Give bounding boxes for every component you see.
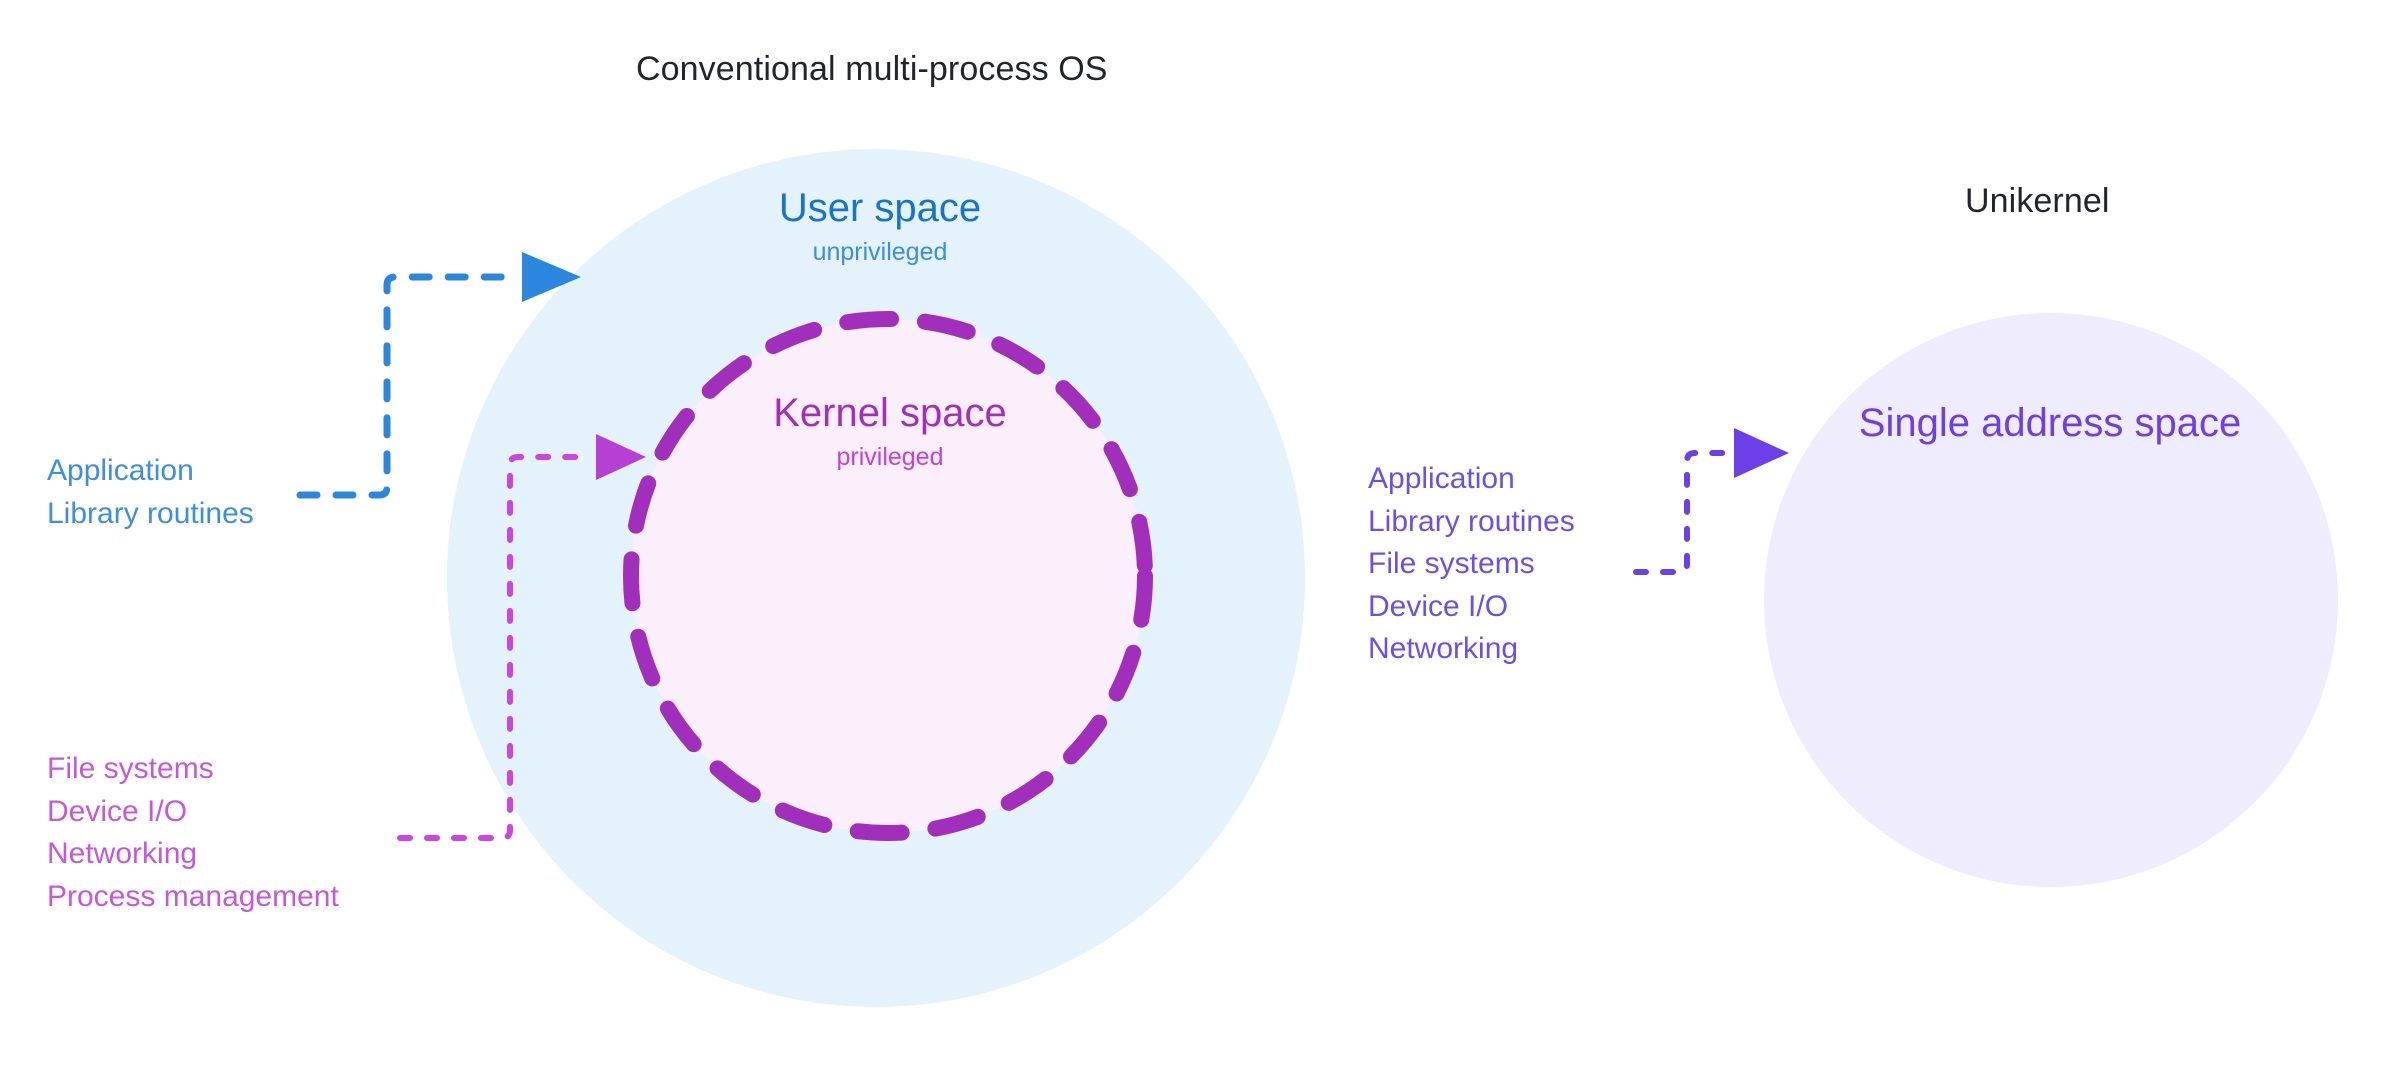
user-items-arrowhead xyxy=(522,252,581,302)
left-panel-title: Conventional multi-process OS xyxy=(636,50,1108,88)
user-space-label-group: User space unprivileged xyxy=(600,185,1160,268)
user-space-sublabel: unprivileged xyxy=(812,238,948,267)
kernel-space-label: Kernel space xyxy=(773,391,1007,435)
kernel-items-arrowhead xyxy=(596,434,646,480)
right-panel-title: Unikernel xyxy=(1965,182,2110,220)
kernel-space-items-list: File systems Device I/O Networking Proce… xyxy=(47,748,339,918)
single-address-space-label: Single address space xyxy=(1858,401,2242,445)
kernel-space-sublabel: privileged xyxy=(836,443,944,472)
list-item: Networking xyxy=(1368,632,1519,666)
unikernel-items-list: Application Library routines File system… xyxy=(1368,458,1575,671)
list-item: Application xyxy=(47,454,194,487)
list-item: File systems xyxy=(47,752,214,785)
unikernel-items-connector xyxy=(1633,428,1789,575)
list-item: File systems xyxy=(1368,547,1535,581)
user-items-connector xyxy=(296,252,581,499)
unikernel-items-arrowhead xyxy=(1734,428,1789,478)
list-item: Library routines xyxy=(47,496,254,530)
list-item: Device I/O xyxy=(47,794,188,828)
single-address-space-circle xyxy=(1764,313,2338,887)
list-item: Process management xyxy=(47,879,339,913)
user-space-items-list: Application Library routines xyxy=(47,450,254,535)
kernel-space-circle xyxy=(623,311,1153,841)
kernel-space-label-group: Kernel space privileged xyxy=(620,390,1160,473)
user-space-label: User space xyxy=(778,186,982,230)
list-item: Device I/O xyxy=(1368,589,1509,623)
list-item: Library routines xyxy=(1368,504,1575,538)
list-item: Networking xyxy=(47,837,198,871)
list-item: Application xyxy=(1368,462,1515,495)
kernel-items-connector xyxy=(397,434,646,841)
